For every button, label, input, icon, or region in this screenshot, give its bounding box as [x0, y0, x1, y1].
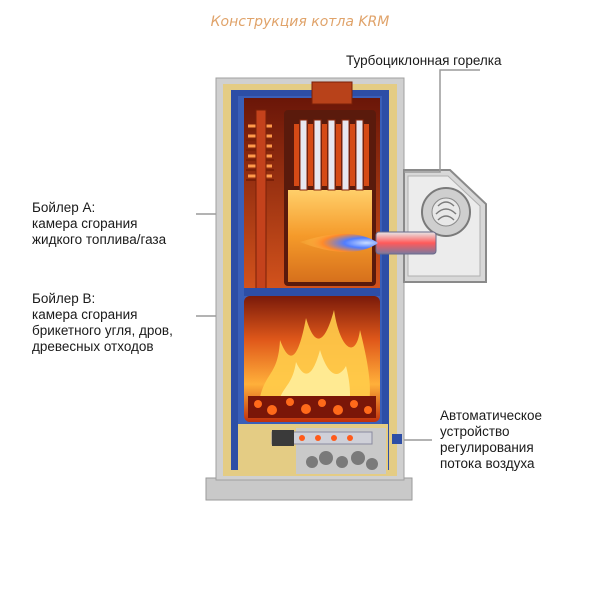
regulator-marker — [392, 434, 402, 444]
connecting-pipe — [255, 109, 267, 301]
label-air-regulator-line-3: регулирования — [440, 440, 534, 455]
burner-flame — [300, 233, 378, 252]
diagram-title: Конструкция котла KRM — [210, 14, 390, 30]
base-plinth — [205, 477, 413, 501]
label-boiler-a-line-1: Бойлер A: — [32, 200, 96, 215]
label-boiler-b-line-3: брикетного угля, дров, — [32, 323, 173, 338]
label-boiler-b-line-1: Бойлер B: — [32, 291, 96, 306]
burner-nozzle — [375, 231, 437, 255]
label-boiler-b: Бойлер B: камера сгорания брикетного угл… — [32, 291, 173, 355]
label-air-regulator-line-1: Автоматическое — [440, 408, 543, 423]
label-boiler-a: Бойлер A: камера сгорания жидкого топлив… — [32, 200, 166, 248]
label-air-regulator-line-2: устройство — [440, 424, 510, 439]
leader-lines — [196, 69, 480, 441]
flue-collector — [311, 81, 353, 105]
label-boiler-b-line-2: камера сгорания — [32, 307, 138, 322]
label-burner: Турбоциклонная горелка — [346, 53, 501, 69]
label-air-regulator: Автоматическое устройство регулирования … — [440, 408, 542, 472]
fire-tubes — [299, 119, 364, 191]
label-boiler-a-line-2: камера сгорания — [32, 216, 138, 231]
label-boiler-a-line-3: жидкого топлива/газа — [32, 232, 167, 247]
label-boiler-b-line-4: древесных отходов — [32, 339, 154, 354]
label-air-regulator-line-4: потока воздуха — [440, 456, 535, 471]
embers — [248, 396, 376, 418]
label-burner-text: Турбоциклонная горелка — [346, 53, 502, 68]
